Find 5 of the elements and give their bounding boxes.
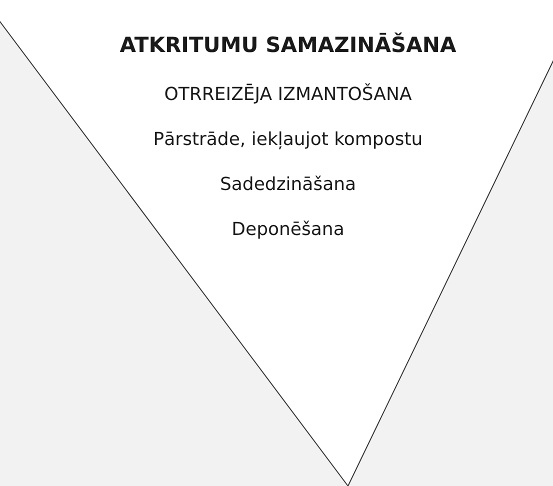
pyramid-level-label: Deponēšana (230, 219, 346, 240)
pyramid-level-label: OTRREIZĒJA IZMANTOŠANA (163, 84, 413, 105)
pyramid-heading: ATKRITUMU SAMAZINĀŠANA (118, 33, 458, 57)
pyramid-level-label: Sadedzināšana (218, 174, 358, 195)
pyramid-level-label: Pārstrāde, iekļaujot kompostu (152, 129, 424, 150)
